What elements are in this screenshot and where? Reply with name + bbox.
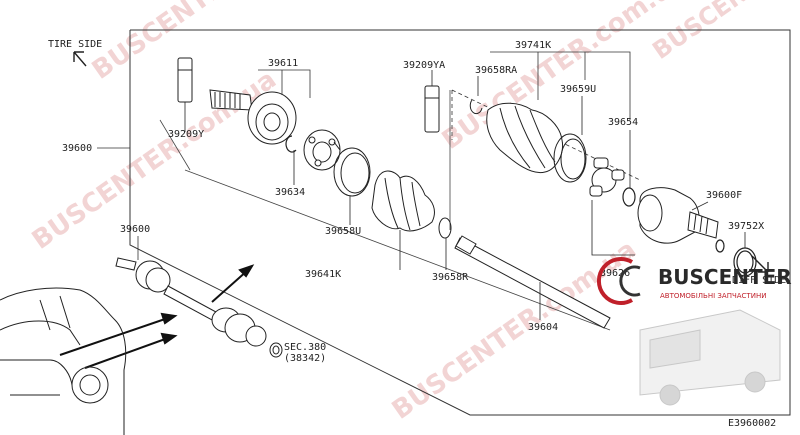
label-39659u: 39659U [560,84,596,95]
label-39658u: 39658U [325,226,361,237]
svg-text:BUSCENTER.com.ua: BUSCENTER.com.ua [27,65,282,256]
part-39658r-band [438,217,452,270]
part-39654-circlip [622,130,636,207]
svg-text:BUSCENTER.com.ua: BUSCENTER.com.ua [87,0,342,86]
part-39752x-ring [733,232,757,277]
van-illustration [639,309,781,406]
part-small-circlip [715,239,725,253]
label-39641k: 39641K [305,269,341,280]
tire-side-label: TIRE SIDE [48,39,102,50]
part-inner-housing [637,187,719,244]
label-39658ra: 39658RA [475,65,517,76]
diagram-code: E3960002 [728,418,776,429]
perspective-lines [159,90,611,331]
label-39752x: 39752X [728,221,764,232]
label-sec-380: SEC.380 [284,342,326,353]
tire-side-indicator: TIRE SIDE [48,39,102,67]
part-39741k-inner-boot [486,102,564,174]
svg-text:АВТОМОБІЛЬНІ ЗАПЧАСТИНИ: АВТОМОБІЛЬНІ ЗАПЧАСТИНИ [660,292,766,300]
label-39600-sub: 39600 [120,224,150,235]
label-39600-main: 39600 [62,143,92,154]
assembly-frame [129,29,791,416]
label-39611: 39611 [268,58,298,69]
part-39658ra-clip [469,76,483,115]
label-sec-380-part: (38342) [284,353,326,364]
part-39641k-boot [371,170,435,270]
part-39634-circlip [285,135,297,185]
label-39209y: 39209Y [168,129,204,140]
svg-text:BUSCENTER: BUSCENTER [647,0,794,65]
part-39658u-band [333,141,371,225]
part-39659u-band [553,96,587,183]
buscenter-logo: BUSCENTER АВТОМОБІЛЬНІ ЗАПЧАСТИНИ [596,257,792,305]
part-39626-tripod [589,157,635,256]
part-assembled-driveshaft [115,257,283,358]
label-39626: 39626 [600,268,630,279]
vehicle-outline [0,287,127,435]
svg-text:BUSCENTER.com.ua: BUSCENTER.com.ua [437,0,692,156]
part-outer-cv-joint [209,89,297,145]
dashed-guides [451,89,641,181]
label-39741k: 39741K [515,40,551,51]
diff-side-label: DIFF SIDE [732,275,786,286]
label-39634: 39634 [275,187,305,198]
location-arrows [59,264,255,369]
part-inner-race [303,129,341,171]
label-39654: 39654 [608,117,638,128]
svg-text:BUSCENTER: BUSCENTER [658,265,792,289]
part-39604-shaft [454,235,611,329]
part-39209y-bolt [177,57,193,132]
label-39604: 39604 [528,322,558,333]
label-39658r: 39658R [432,272,469,283]
diff-side-indicator: DIFF SIDE [732,255,786,286]
label-39600f: 39600F [706,190,742,201]
label-39209ya: 39209YA [403,60,445,71]
part-39209ya-bolt [424,70,440,133]
svg-text:BUSCENTER.com.ua: BUSCENTER.com.ua [387,235,642,426]
